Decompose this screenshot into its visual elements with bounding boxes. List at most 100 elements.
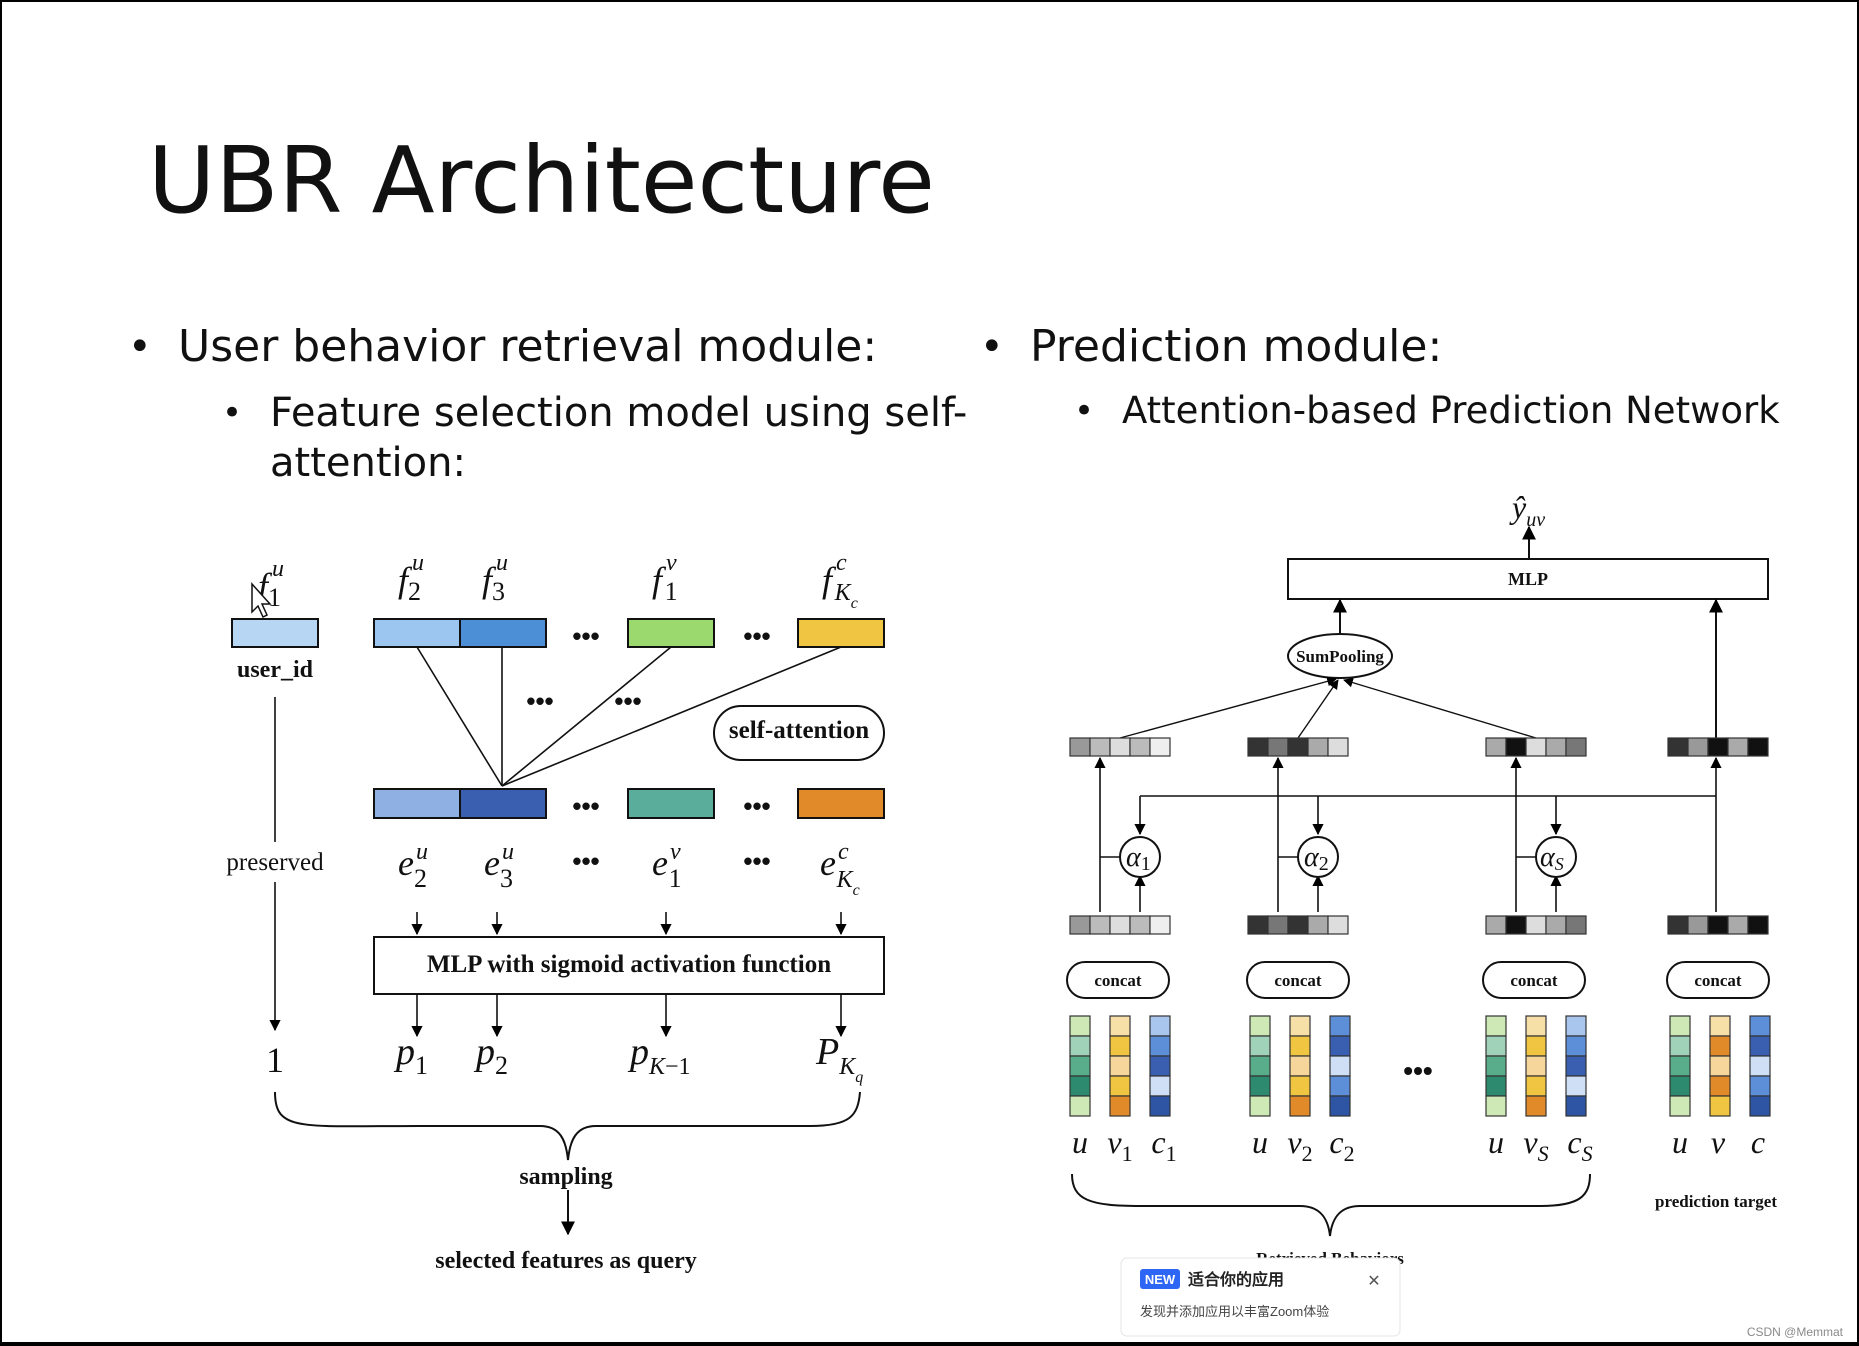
embedding-bar-ekc — [797, 788, 885, 819]
embedding-cell — [1129, 915, 1151, 935]
weighted-embedding-rows — [1069, 737, 1769, 935]
attention-weight-alpha1 — [1119, 836, 1161, 878]
column-label: u — [1072, 1124, 1088, 1160]
embedding-cell — [1565, 1055, 1587, 1077]
concat-label: concat — [1274, 971, 1322, 990]
embedding-cell — [1545, 737, 1567, 757]
embedding-cell — [1565, 737, 1587, 757]
embedding-cell — [1485, 1015, 1507, 1037]
embedding-cell — [1749, 1075, 1771, 1097]
embedding-cell — [1565, 915, 1587, 935]
embedding-cell — [1709, 1075, 1731, 1097]
close-icon[interactable]: ✕ — [1367, 1273, 1380, 1290]
embedding-cell — [1149, 1095, 1171, 1117]
concat-node — [1066, 961, 1170, 999]
sumpooling-label: SumPooling — [1296, 647, 1384, 666]
embedding-cell — [1109, 915, 1131, 935]
ellipsis: ••• — [614, 686, 641, 716]
embedding-cell — [1669, 1075, 1691, 1097]
bullet-dot: • — [980, 324, 1004, 370]
query-label: selected features as query — [435, 1248, 697, 1274]
embedding-cell — [1565, 1095, 1587, 1117]
embedding-cell — [1109, 1035, 1131, 1057]
column-label: u — [1672, 1124, 1688, 1160]
embedding-cell — [1485, 915, 1507, 935]
ellipsis: ••• — [743, 621, 770, 651]
bullet-dot: • — [222, 393, 242, 433]
embedding-columns — [1069, 1015, 1771, 1117]
mlp-sigmoid-label: MLP with sigmoid activation function — [427, 951, 831, 978]
ellipsis: ••• — [572, 846, 599, 876]
embedding-cell — [1709, 1095, 1731, 1117]
embedding-cell — [1307, 915, 1329, 935]
concat-node — [1482, 961, 1586, 999]
embedding-cell — [1525, 737, 1547, 757]
retrieved-brace — [1071, 1173, 1591, 1237]
embedding-cell — [1525, 1015, 1547, 1037]
output-p1: p1 — [393, 1031, 428, 1080]
concat-label: concat — [1094, 971, 1142, 990]
embedding-cell — [1687, 915, 1709, 935]
embedding-cell — [1267, 737, 1289, 757]
embedding-cell — [1307, 737, 1329, 757]
embedding-cell — [1525, 1055, 1547, 1077]
embedding-cell — [1289, 1055, 1311, 1077]
embedding-cell — [1329, 1015, 1351, 1037]
embedding-cell — [1109, 737, 1131, 757]
toast-title: 适合你的应用 — [1188, 1270, 1284, 1289]
ellipsis: ••• — [572, 791, 599, 821]
alpha1-label: α1 — [1126, 842, 1151, 875]
embedding-cell — [1089, 737, 1111, 757]
user-id-label: user_id — [237, 657, 314, 683]
embedding-cell — [1329, 1095, 1351, 1117]
embedding-cell — [1565, 1075, 1587, 1097]
embedding-cell — [1525, 1035, 1547, 1057]
ellipsis: ••• — [743, 846, 770, 876]
embedding-cell — [1669, 1015, 1691, 1037]
self-attention-box — [713, 705, 885, 761]
concat-label: concat — [1510, 971, 1558, 990]
embedding-cell — [1749, 1095, 1771, 1117]
ellipsis: ••• — [1403, 1055, 1432, 1086]
embedding-cell — [1267, 915, 1289, 935]
embedding-cell — [1669, 1055, 1691, 1077]
embedding-cell — [1109, 1075, 1131, 1097]
embedding-cell — [1747, 915, 1769, 935]
column-label: c — [1751, 1124, 1765, 1160]
toast-background — [1120, 1257, 1401, 1337]
embedding-cell — [1149, 1015, 1171, 1037]
embedding-cell — [1485, 1035, 1507, 1057]
column-label: u — [1252, 1124, 1268, 1160]
attention-weight-alphaS — [1535, 836, 1577, 878]
embedding-cell — [1289, 1075, 1311, 1097]
embedding-cell — [1505, 737, 1527, 757]
embedding-cell — [1667, 737, 1689, 757]
ellipsis: ••• — [743, 791, 770, 821]
embedding-cell — [1329, 1075, 1351, 1097]
left-sub-bullet-line1: Feature selection model using self- — [270, 390, 967, 436]
feature-bar-fkc — [797, 618, 885, 648]
embedding-cell — [1289, 1095, 1311, 1117]
embedding-cell — [1149, 737, 1171, 757]
ellipsis: ••• — [572, 621, 599, 651]
embedding-cell — [1069, 1015, 1091, 1037]
embedding-cell — [1727, 737, 1749, 757]
prediction-network-diagram: ŷuv MLP SumPooling — [1066, 489, 1777, 1268]
feature-bar-f2u — [373, 618, 461, 648]
feature-bar-f3u — [459, 618, 547, 648]
app-suggestion-toast[interactable]: NEW 适合你的应用 ✕ 发现并添加应用以丰富Zoom体验 — [1120, 1257, 1401, 1337]
sampling-label: sampling — [519, 1164, 612, 1190]
embedding-cell — [1249, 1075, 1271, 1097]
embedding-cell — [1069, 1075, 1091, 1097]
embedding-cell — [1109, 1015, 1131, 1037]
embedding-cell — [1669, 1035, 1691, 1057]
embedding-cell — [1249, 1095, 1271, 1117]
embedding-cell — [1249, 1055, 1271, 1077]
embedding-cell — [1329, 1035, 1351, 1057]
mlp-sigmoid-box — [373, 936, 885, 995]
column-label: c1 — [1151, 1124, 1176, 1166]
user-id-bar — [231, 618, 319, 648]
right-bullet-text: Prediction module: — [1030, 321, 1442, 372]
